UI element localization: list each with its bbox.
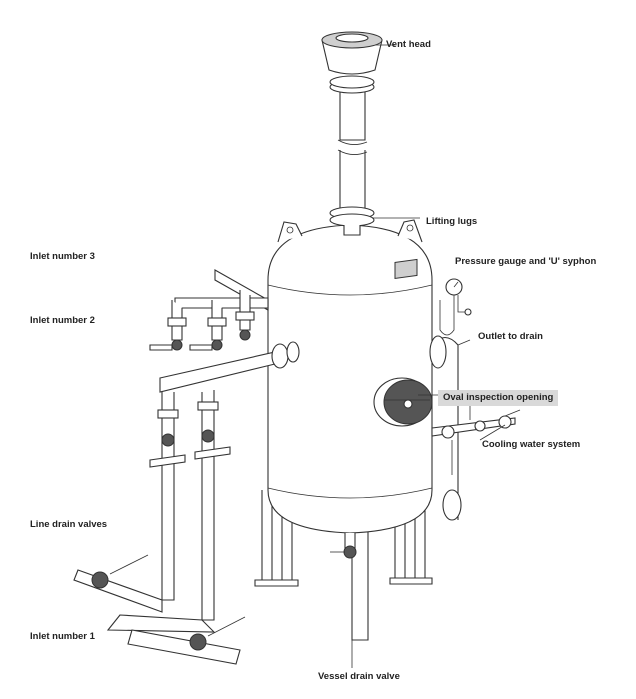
pressure-gauge <box>439 278 472 336</box>
label-vessel-drain-valve: Vessel drain valve <box>318 671 400 682</box>
vessel-body <box>267 224 433 534</box>
label-line-drain-valves: Line drain valves <box>30 519 108 530</box>
label-pressure-gauge: Pressure gauge and 'U' syphon <box>455 256 597 267</box>
inlet-pipes-upper <box>149 269 269 351</box>
label-outlet-to-drain: Outlet to drain <box>478 331 543 342</box>
label-cooling-water-system: Cooling water system <box>482 439 581 450</box>
label-inlet-number-2: Inlet number 2 <box>30 315 95 326</box>
leader-lines <box>351 44 506 668</box>
vent-head <box>321 31 383 75</box>
vent-pipe <box>329 75 375 236</box>
label-lifting-lugs: Lifting lugs <box>426 216 478 227</box>
label-oval-inspection-opening: Oval inspection opening <box>438 390 559 406</box>
cooling-water-system <box>431 401 521 521</box>
oval-inspection-opening <box>373 377 433 427</box>
label-inlet-number-3: Inlet number 3 <box>30 251 95 262</box>
lifting-lugs <box>277 219 423 243</box>
inlet-pipes-lower <box>73 341 300 665</box>
label-vent-head: Vent head <box>386 39 431 50</box>
vessel-drain-valve <box>330 533 357 559</box>
label-inlet-number-1: Inlet number 1 <box>30 631 95 642</box>
